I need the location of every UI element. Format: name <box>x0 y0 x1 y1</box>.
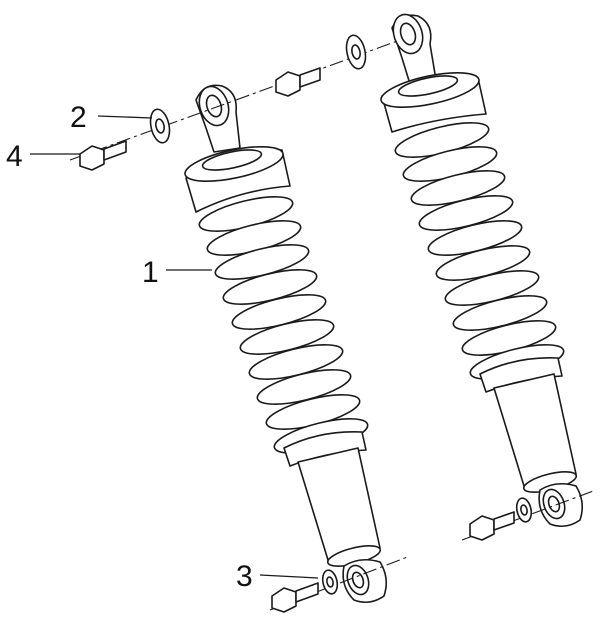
right-upper-cap <box>380 72 487 133</box>
bolt-lower-right <box>469 511 515 541</box>
left-bottom-eye <box>342 558 388 604</box>
bolt-upper-left <box>79 140 127 171</box>
left-damper-body <box>297 447 382 567</box>
left-top-eye <box>195 84 241 153</box>
callout-label-2: 2 <box>70 101 87 134</box>
callout-label-4: 4 <box>6 140 23 173</box>
right-shock-absorber <box>380 13 584 528</box>
right-coil-spring <box>394 122 565 380</box>
left-coil-spring <box>198 196 369 454</box>
callout-label-3: 3 <box>236 560 253 593</box>
right-top-eye <box>391 13 437 85</box>
right-bottom-eye <box>538 482 584 528</box>
callout-1: 1 <box>142 256 212 289</box>
bolt-upper-right <box>275 67 321 97</box>
right-damper-body <box>493 373 578 493</box>
washer-lower-right <box>515 497 533 523</box>
washer-upper-left <box>149 108 171 144</box>
callout-2: 2 <box>70 101 153 134</box>
left-shock-absorber <box>184 84 388 604</box>
callout-3: 3 <box>236 560 319 593</box>
callout-label-1: 1 <box>142 256 159 289</box>
callout-4: 4 <box>6 140 80 173</box>
left-upper-cap <box>184 146 291 213</box>
washer-lower-left <box>321 569 339 595</box>
bolt-lower-left <box>271 582 319 613</box>
washer-upper-right <box>345 34 367 70</box>
